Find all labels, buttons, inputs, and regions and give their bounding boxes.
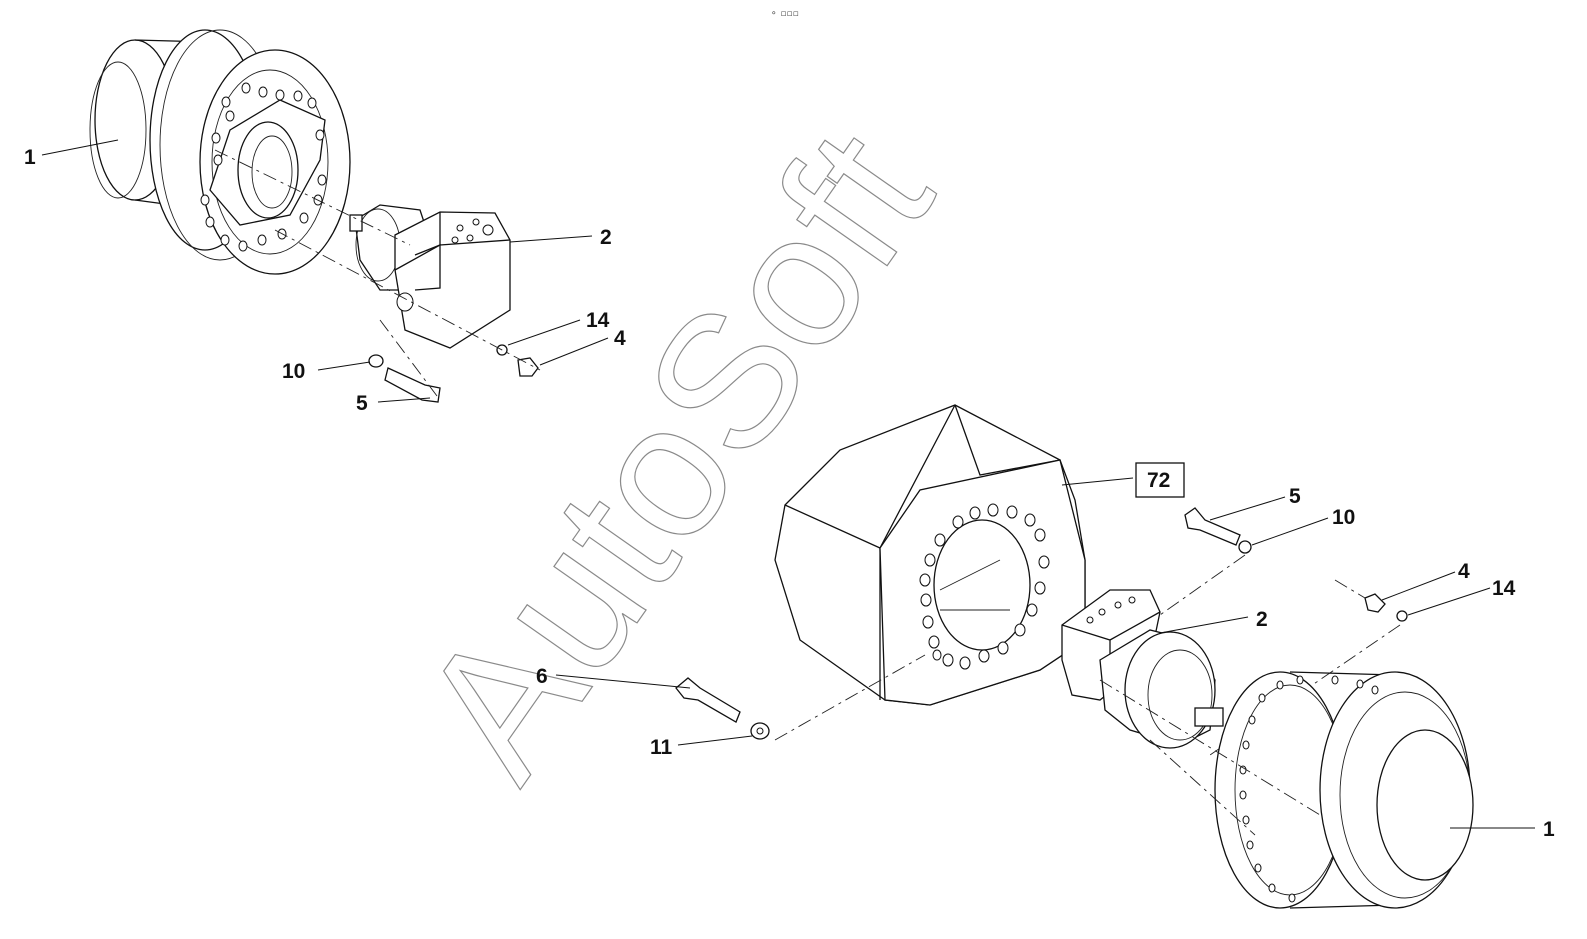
center-housing-bolt-holes [919,503,1050,670]
fitting-4-top [517,357,539,377]
top-left-small-parts [368,344,539,403]
callout-2-top-left: 2 [600,226,612,249]
callout-6-center: 6 [536,665,548,688]
callout-4-right: 4 [1458,560,1470,583]
callout-10-top-left: 10 [282,360,305,383]
right-hydraulic-motor [1061,589,1224,749]
washer-10-top [368,354,384,368]
callout-4-top-left: 4 [614,327,626,350]
bolt-6 [675,677,741,723]
leader-lines [41,139,1535,829]
center-axle-housing [774,404,1086,706]
fitting-4-right [1364,593,1386,613]
washer-10-right [1238,540,1252,554]
callout-labels: 1 2 14 4 10 5 72 5 10 4 14 2 6 11 1 [24,146,1555,841]
right-small-parts [1184,507,1408,622]
bottom-right-hub-bolt-holes [1239,675,1379,903]
bolt-5-right [1184,507,1241,546]
callout-11-center: 11 [650,736,673,759]
center-small-parts [675,677,770,740]
callout-14-right: 14 [1492,577,1516,600]
callout-14-top-left: 14 [586,309,610,332]
bottom-right-wheel-hub [1214,671,1474,909]
callout-2-right: 2 [1256,608,1268,631]
header-mark: ⚬ ▫▫▫ [770,9,799,19]
top-left-hub-bolt-holes [200,82,327,252]
callout-1-bottom-right: 1 [1543,818,1555,841]
callout-box-72 [1135,462,1185,498]
bolt-5-top [384,367,441,403]
callout-5-top-left: 5 [356,392,368,415]
callout-72-center: 72 [1147,469,1170,492]
callout-10-right: 10 [1332,506,1355,529]
top-left-wheel-hub [89,29,351,275]
top-left-hydraulic-motor [349,204,511,349]
callout-5-right: 5 [1289,485,1301,508]
callout-1-top-left: 1 [24,146,36,169]
o-ring-14-right [1396,610,1408,622]
